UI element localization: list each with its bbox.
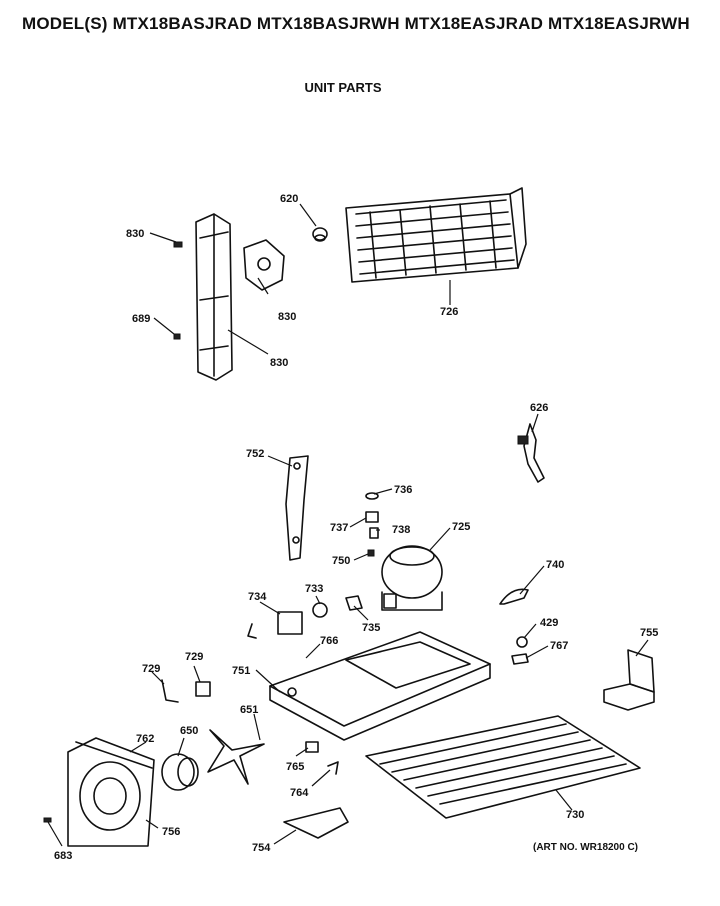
overload-733 [312,602,328,618]
section-title: UNIT PARTS [304,80,382,95]
condenser-726 [345,187,527,283]
relay-734 [247,611,303,639]
bracket-755 [603,649,655,711]
callout-830-b: 830 [278,311,296,323]
parts-765-764 [305,741,339,775]
callout-620: 620 [280,193,298,205]
harness-626 [517,423,545,483]
parts-429-767 [511,636,529,665]
callout-756: 756 [162,826,180,838]
callout-650: 650 [180,725,198,737]
callout-751: 751 [232,665,250,677]
bracket-rail-830 [173,213,285,381]
clip-735 [345,595,363,611]
callout-754: 754 [252,842,271,854]
compressor-725 [381,545,443,611]
callout-734: 734 [248,591,267,603]
art-number: (ART NO. WR18200 C) [533,842,639,853]
callout-labels: 830 830 830 689 620 726 626 752 736 737 … [54,193,658,862]
callout-755: 755 [640,627,658,639]
model-header: MODEL(S) MTX18BASJRAD MTX18BASJRWH MTX18… [22,14,690,33]
fan-shroud-762-756 [67,737,155,847]
callout-729-a: 729 [142,663,160,675]
callout-752: 752 [246,448,264,460]
callout-689: 689 [132,313,150,325]
callout-735: 735 [362,622,380,634]
callout-750: 750 [332,555,350,567]
callout-737: 737 [330,522,348,534]
grommet-620 [312,227,328,242]
callout-765: 765 [286,761,304,773]
callout-429: 429 [540,617,558,629]
callout-830-c: 830 [270,357,288,369]
callout-733: 733 [305,583,323,595]
callout-738: 738 [392,524,410,536]
base-pan-751 [269,631,491,741]
callout-729-b: 729 [185,651,203,663]
callout-766: 766 [320,635,338,647]
callout-651: 651 [240,704,258,716]
drain-754 [283,807,349,839]
leader-lines [47,203,649,847]
clips-729 [161,679,211,703]
callout-726: 726 [440,306,458,318]
callout-740: 740 [546,559,564,571]
fan-blade-651 [207,729,265,785]
callout-830-a: 830 [126,228,144,240]
callout-767: 767 [550,640,568,652]
bracket-752 [285,455,309,561]
fan-motor-650 [161,753,199,791]
tube-740 [499,588,529,605]
screw-683 [43,817,52,823]
evaporator-730 [365,715,641,819]
callout-762: 762 [136,733,154,745]
callout-626: 626 [530,402,548,414]
callout-736: 736 [394,484,412,496]
callout-725: 725 [452,521,470,533]
callout-683: 683 [54,850,72,862]
callout-730: 730 [566,809,584,821]
fastener-stack [365,492,379,557]
callout-764: 764 [290,787,309,799]
